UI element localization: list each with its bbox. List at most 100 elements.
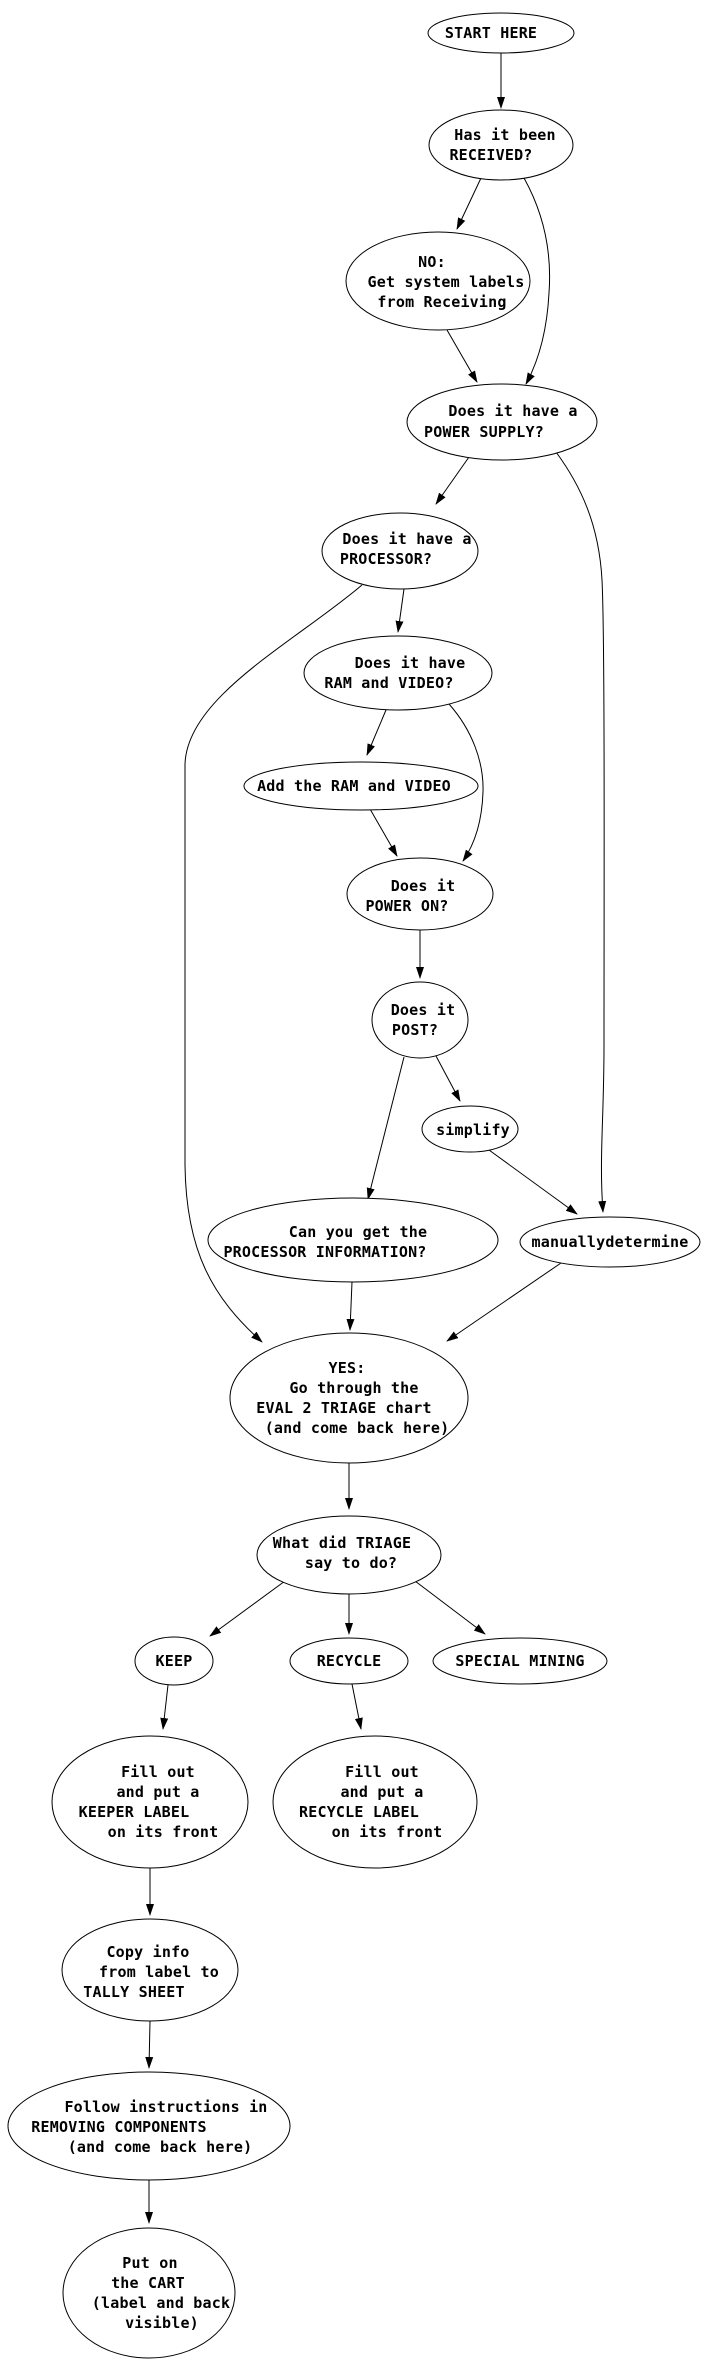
no-get-labels-line2: Get system labels	[368, 273, 525, 291]
edge-keep-keeperlabel	[160, 1684, 169, 1730]
simplify-ellipse	[421, 1105, 519, 1153]
recycle-label-line4: on its front	[332, 1823, 443, 1841]
can-you-get-line1: Can you get the	[289, 1223, 427, 1241]
node-received: Has it been RECEIVED?	[428, 109, 574, 181]
post-line1: Does it	[391, 1001, 456, 1019]
recycle-label-line2: and put a	[340, 1783, 423, 1801]
ram-video-ellipse	[303, 635, 493, 711]
manually-determine-ellipse	[519, 1216, 701, 1268]
node-can-you-get: Can you get the PROCESSOR INFORMATION?	[207, 1197, 499, 1283]
edge-addram-poweron	[369, 808, 398, 857]
power-on-ellipse	[346, 857, 494, 931]
node-recycle-label: Fill out and put a RECYCLE LABEL on its …	[272, 1735, 478, 1869]
edge-whattriage-special	[414, 1580, 486, 1635]
ram-video-line1: Does it have	[355, 654, 466, 672]
power-supply-line2: POWER SUPPLY?	[424, 423, 544, 441]
add-ram-video-ellipse	[243, 761, 479, 811]
processor-line1: Does it have a	[342, 530, 471, 548]
received-label-line2: RECEIVED?	[449, 146, 532, 164]
edge-received-power-supply	[523, 177, 551, 385]
processor-ellipse	[321, 512, 479, 590]
keeper-label-line1: Fill out	[121, 1763, 195, 1781]
can-you-get-ellipse	[207, 1197, 499, 1283]
post-line2: POST?	[392, 1021, 438, 1039]
copy-info-line1: Copy info	[106, 1943, 189, 1961]
recycle-ellipse	[289, 1637, 409, 1685]
no-get-labels-line3: from Receiving	[377, 293, 506, 311]
edge-manually-yes	[446, 1262, 562, 1342]
recycle-label-ellipse	[272, 1735, 478, 1869]
keeper-label-line4: on its front	[108, 1823, 219, 1841]
put-on-cart-line4: visible)	[125, 2314, 199, 2332]
edge-ram-poweron	[448, 703, 484, 862]
node-power-supply: Does it have a POWER SUPPLY?	[406, 383, 598, 461]
node-simplify: simplify	[421, 1105, 519, 1153]
node-add-ram-video: Add the RAM and VIDEO	[243, 761, 479, 811]
edge-no-power-supply	[446, 329, 478, 383]
follow-removing-line1: Follow instructions in	[64, 2098, 267, 2116]
yes-eval-line2: Go through the	[289, 1379, 418, 1397]
edge-post-canyouget	[366, 1056, 405, 1200]
recycle-label: RECYCLE	[317, 1652, 382, 1670]
ram-video-line2: RAM and VIDEO?	[324, 674, 453, 692]
keeper-label-line2: and put a	[116, 1783, 199, 1801]
power-supply-ellipse	[406, 383, 598, 461]
power-supply-line1: Does it have a	[448, 402, 577, 420]
edge-canyouget-yes	[346, 1281, 355, 1331]
start-here-label: START HERE	[445, 24, 537, 42]
processor-line2: PROCESSOR?	[340, 550, 432, 568]
node-put-on-cart: Put on the CART (label and back visible)	[62, 2227, 236, 2359]
can-you-get-line2: PROCESSOR INFORMATION?	[223, 1243, 426, 1261]
edge-ram-addram	[366, 709, 387, 756]
node-ram-video: Does it have RAM and VIDEO?	[303, 635, 493, 711]
node-yes-eval-triage: YES: Go through the EVAL 2 TRIAGE chart …	[229, 1332, 469, 1464]
edge-copyinfo-follow	[145, 2020, 154, 2069]
special-mining-ellipse	[432, 1637, 608, 1685]
no-get-labels-line1: NO:	[418, 253, 446, 271]
edge-processor-yes	[184, 584, 363, 1343]
node-manually-determine: manuallydetermine	[519, 1216, 701, 1268]
simplify-label: simplify	[436, 1121, 510, 1139]
what-did-triage-line1: What did TRIAGE	[273, 1534, 411, 1552]
put-on-cart-line2: the CART	[111, 2274, 185, 2292]
keeper-label-ellipse	[51, 1735, 249, 1869]
post-ellipse	[371, 981, 469, 1059]
node-power-on: Does it POWER ON?	[346, 857, 494, 931]
keeper-label-line3: KEEPER LABEL	[79, 1803, 190, 1821]
what-did-triage-ellipse	[256, 1515, 442, 1595]
node-recycle: RECYCLE	[289, 1637, 409, 1685]
node-processor: Does it have a PROCESSOR?	[321, 512, 479, 590]
yes-eval-triage-ellipse	[229, 1332, 469, 1464]
keep-ellipse	[134, 1636, 214, 1686]
edge-whattriage-keep	[209, 1580, 286, 1637]
node-special-mining: SPECIAL MINING	[432, 1637, 608, 1685]
node-copy-info: Copy info from label to TALLY SHEET	[61, 1918, 239, 2022]
keep-label: KEEP	[156, 1652, 193, 1670]
follow-removing-line3: (and come back here)	[68, 2138, 253, 2156]
node-what-did-triage: What did TRIAGE say to do?	[256, 1515, 442, 1595]
start-here-ellipse	[427, 12, 575, 54]
edge-post-simplify	[435, 1055, 461, 1102]
edge-processor-ram	[395, 588, 405, 633]
yes-eval-line4: (and come back here)	[265, 1419, 450, 1437]
follow-removing-ellipse	[7, 2071, 291, 2181]
put-on-cart-line3: (label and back	[92, 2294, 230, 2312]
recycle-label-line3: RECYCLE LABEL	[299, 1803, 419, 1821]
received-ellipse	[428, 109, 574, 181]
edge-power-supply-processor	[435, 456, 470, 505]
special-mining-label: SPECIAL MINING	[455, 1652, 584, 1670]
power-on-line2: POWER ON?	[365, 897, 448, 915]
node-keeper-label: Fill out and put a KEEPER LABEL on its f…	[51, 1735, 249, 1869]
put-on-cart-line1: Put on	[122, 2254, 177, 2272]
yes-eval-line3: EVAL 2 TRIAGE chart	[256, 1399, 431, 1417]
follow-removing-line2: REMOVING COMPONENTS	[31, 2118, 206, 2136]
what-did-triage-line2: say to do?	[305, 1554, 397, 1572]
recycle-label-line1: Fill out	[345, 1763, 419, 1781]
node-start-here: START HERE	[427, 12, 575, 54]
manually-determine-label: manuallydetermine	[532, 1233, 689, 1251]
node-no-get-labels: NO: Get system labels from Receiving	[345, 231, 531, 331]
node-post: Does it POST?	[371, 981, 469, 1059]
copy-info-ellipse	[61, 1918, 239, 2022]
power-on-line1: Does it	[391, 877, 456, 895]
